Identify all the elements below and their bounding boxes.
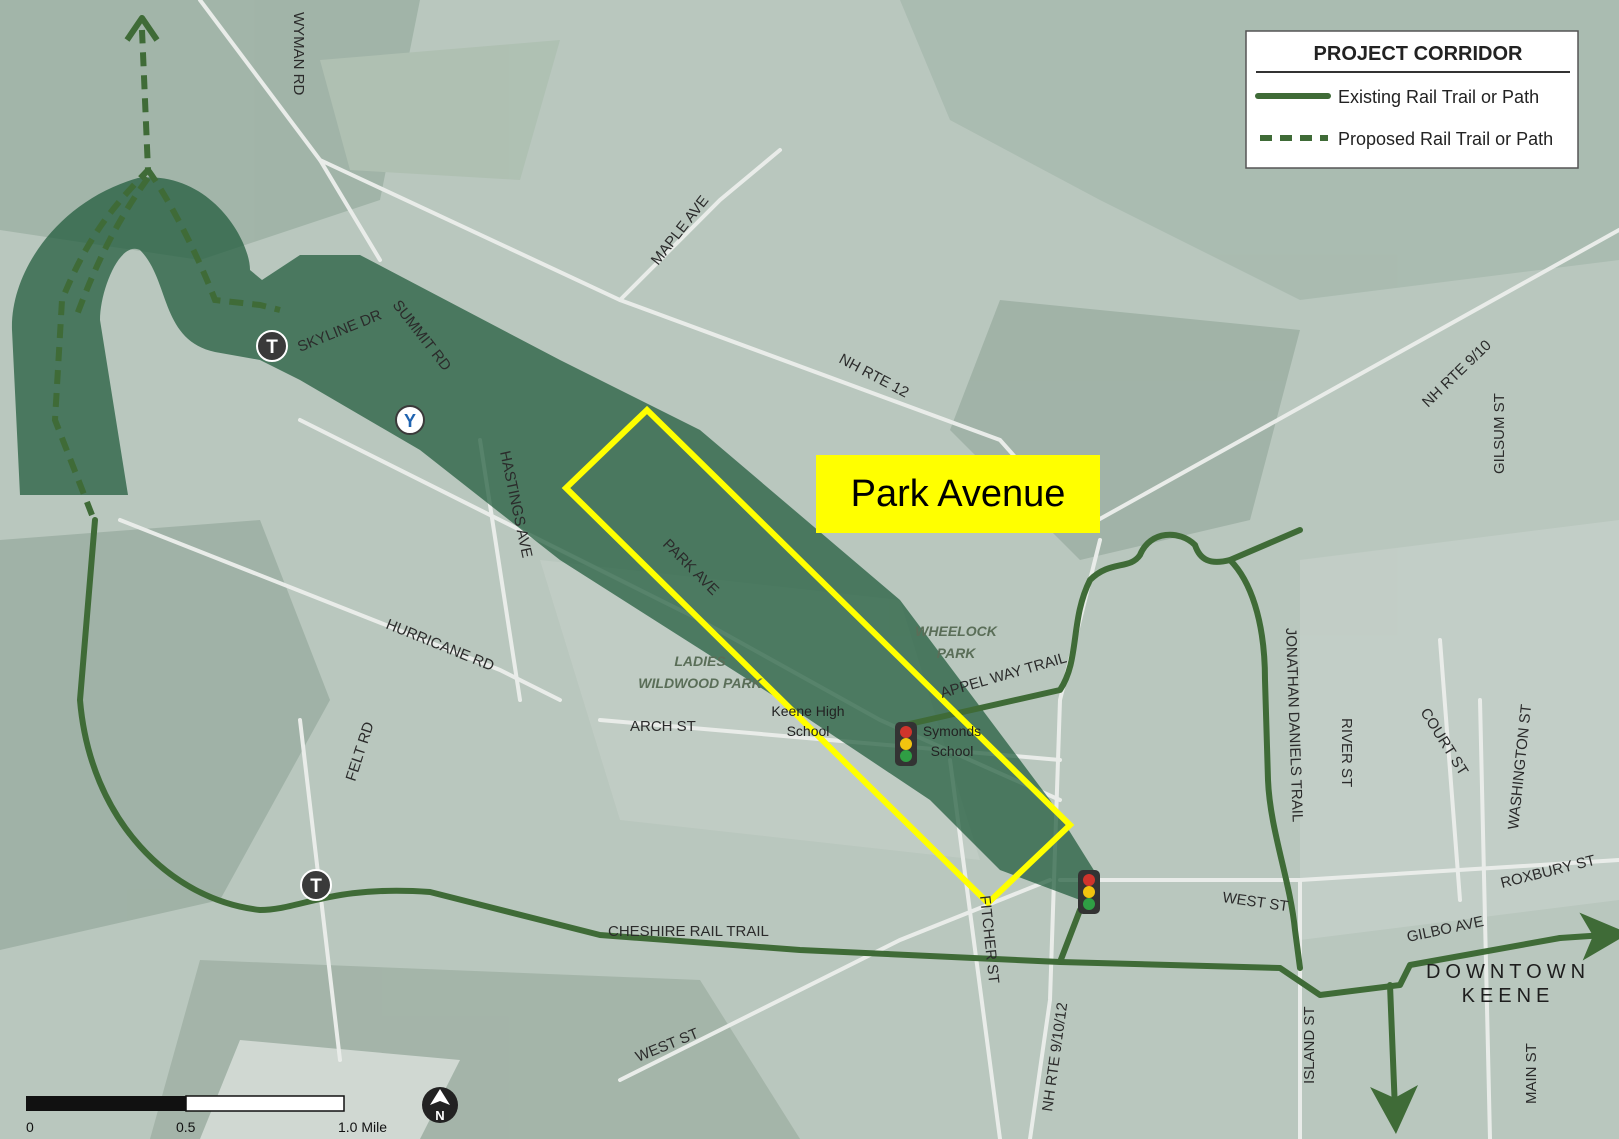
label-downtown-2: KEENE bbox=[1462, 985, 1555, 1007]
label-cheshire-rail-trail: CHESHIRE RAIL TRAIL bbox=[608, 923, 769, 940]
proposed-inner-trail bbox=[72, 176, 151, 322]
traffic-signal-icon bbox=[1078, 870, 1100, 914]
existing-trails bbox=[77, 517, 1619, 1134]
north-letter: N bbox=[435, 1108, 444, 1123]
label-ladies-2: WILDWOOD PARK bbox=[638, 675, 762, 691]
legend-existing-label: Existing Rail Trail or Path bbox=[1338, 87, 1539, 107]
scale-tick-0: 0 bbox=[26, 1119, 34, 1135]
legend-title: PROJECT CORRIDOR bbox=[1314, 43, 1523, 65]
park-avenue-highlight-box bbox=[561, 405, 1075, 908]
label-ladies-1: LADIES bbox=[674, 653, 726, 669]
label-arch-st: ARCH ST bbox=[630, 718, 696, 735]
label-downtown-1: DOWNTOWN bbox=[1426, 961, 1590, 983]
transit-marker-north: T bbox=[256, 330, 288, 362]
corridor-band-west bbox=[11, 177, 1100, 901]
label-jonathan-daniels-trail: JONATHAN DANIELS TRAIL bbox=[1282, 628, 1306, 823]
park-avenue-callout-label: Park Avenue bbox=[851, 473, 1066, 515]
label-island-st: ISLAND ST bbox=[1301, 1006, 1318, 1084]
map-legend: PROJECT CORRIDOR Existing Rail Trail or … bbox=[1245, 30, 1579, 169]
proposed-trails bbox=[51, 29, 281, 517]
appel-way-trail-line bbox=[902, 527, 1303, 728]
label-river-st: RIVER ST bbox=[1338, 718, 1355, 787]
transit-icon: T bbox=[266, 337, 278, 358]
scale-tick-half: 0.5 bbox=[176, 1119, 196, 1135]
proposed-north-trail bbox=[51, 29, 152, 517]
spur-from-cheshire-to-downtown bbox=[1057, 907, 1083, 965]
label-wheelock-park-1: WHEELOCK bbox=[915, 623, 998, 639]
label-wheelock-park-2: PARK bbox=[937, 645, 977, 661]
label-keene-high-1: Keene High bbox=[771, 703, 844, 719]
north-arrow-icon: N bbox=[422, 1087, 458, 1123]
transit-marker-south: T bbox=[300, 869, 332, 901]
label-wyman-rd: WYMAN RD bbox=[290, 12, 307, 95]
cheshire-rail-trail-line bbox=[77, 517, 1563, 998]
label-main-st: MAIN ST bbox=[1523, 1043, 1540, 1104]
label-symonds-1: Symonds bbox=[923, 723, 981, 739]
ymca-marker: Y bbox=[395, 405, 425, 435]
label-gilsum-st: GILSUM ST bbox=[1491, 393, 1508, 474]
legend-proposed-label: Proposed Rail Trail or Path bbox=[1338, 129, 1553, 149]
label-symonds-2: School bbox=[931, 743, 974, 759]
project-corridor bbox=[11, 177, 1100, 901]
south-spur-line bbox=[1370, 982, 1419, 1134]
park-avenue-callout-box bbox=[816, 455, 1100, 533]
scale-tick-one: 1.0 Mile bbox=[338, 1119, 387, 1135]
jonathan-daniels-trail-line bbox=[1227, 557, 1303, 971]
east-arrow-line bbox=[1557, 912, 1619, 961]
north-trail-arrow bbox=[124, 15, 160, 42]
label-keene-high-2: School bbox=[787, 723, 830, 739]
traffic-signal-icon bbox=[895, 722, 917, 766]
transit-icon: T bbox=[310, 876, 322, 897]
proposed-loop-trail bbox=[145, 168, 281, 313]
scale-bar: 0 0.5 1.0 Mile bbox=[26, 1095, 387, 1135]
ymca-icon: Y bbox=[404, 411, 416, 431]
place-labels: WHEELOCK PARK LADIES WILDWOOD PARK Keene… bbox=[638, 623, 1590, 1007]
